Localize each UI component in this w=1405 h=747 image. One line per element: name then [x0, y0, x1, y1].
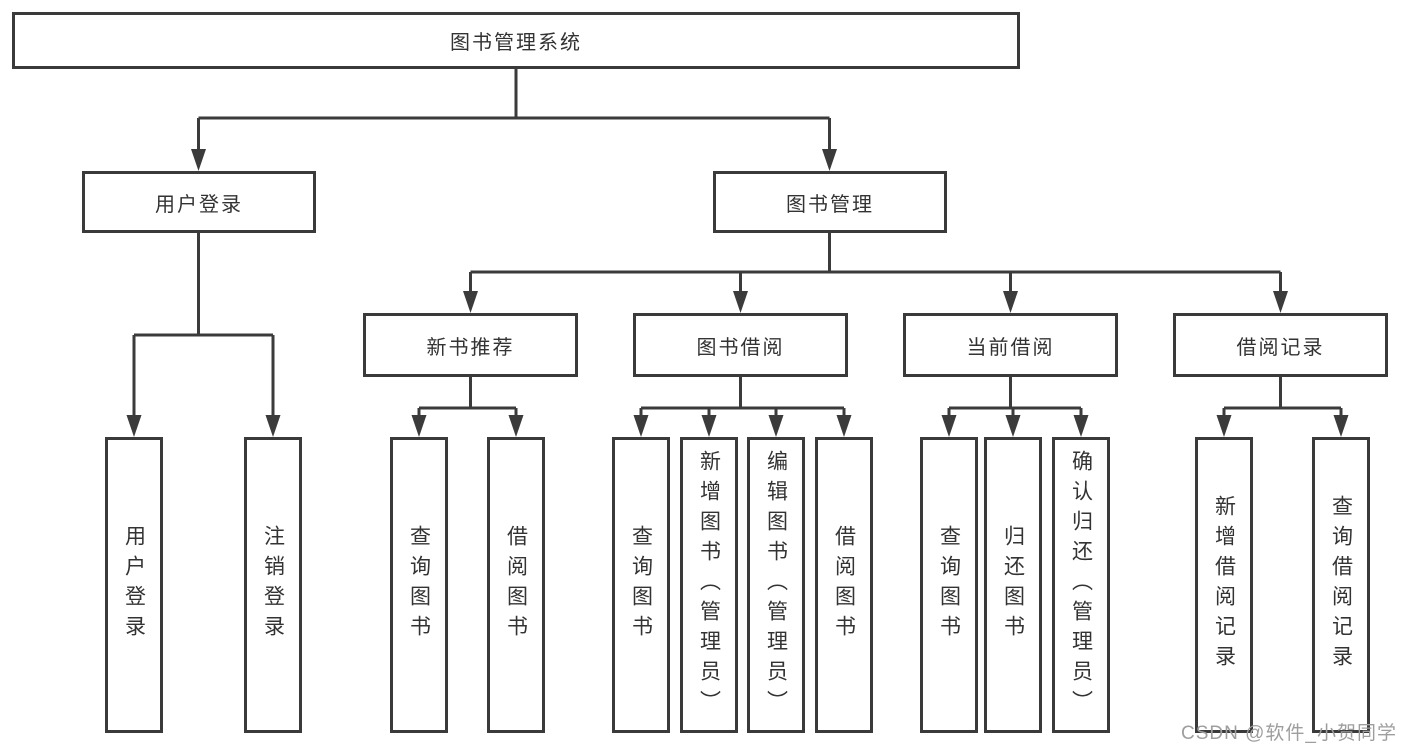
arrow-down-icon [126, 415, 142, 437]
node-user-login: 用户登录 [82, 171, 316, 233]
arrow-down-icon [1005, 415, 1021, 437]
leaf-add-borrow-record: 新增借阅记录 [1195, 437, 1253, 733]
arrow-down-icon [733, 291, 748, 313]
csdn-watermark: CSDN @软件_小贺同学 [1181, 723, 1397, 744]
node-current-borrowing: 当前借阅 [903, 313, 1118, 377]
connector-path-root [197, 69, 831, 153]
arrow-down-icon [941, 415, 957, 437]
node-borrowing-records-label: 借阅记录 [1236, 336, 1325, 359]
leaf-borrow-books-1: 借阅图书 [487, 437, 545, 733]
arrow-down-icon [701, 415, 717, 437]
node-user-login-label: 用户登录 [155, 193, 243, 216]
leaf-confirm-return-admin: 确认归还（管理员） [1052, 437, 1110, 733]
connector-path-new-book-rec [417, 377, 518, 420]
arrow-down-icon [1273, 291, 1288, 313]
arrow-down-icon [508, 415, 524, 437]
connector-path-book-mgmt [469, 233, 1282, 296]
leaf-logout: 注销登录 [244, 437, 302, 733]
arrow-down-icon [768, 415, 784, 437]
arrow-down-icon [463, 291, 478, 313]
leaf-edit-books-admin-label: 编辑图书（管理员） [764, 450, 788, 720]
node-new-book-recommend: 新书推荐 [363, 313, 578, 377]
arrow-down-icon [633, 415, 649, 437]
leaf-query-books-2-label: 查询图书 [629, 525, 653, 645]
leaf-borrow-books-2-label: 借阅图书 [832, 525, 856, 645]
leaf-logout-label: 注销登录 [261, 525, 285, 645]
leaf-user-login: 用户登录 [105, 437, 163, 733]
arrow-down-icon [265, 415, 281, 437]
arrow-down-icon [1073, 415, 1089, 437]
node-new-book-recommend-label: 新书推荐 [426, 336, 515, 359]
leaf-borrow-books-1-label: 借阅图书 [504, 525, 528, 645]
connector-path-user-login [132, 233, 275, 419]
leaf-add-books-admin-label: 新增图书（管理员） [697, 450, 721, 720]
arrow-down-icon [1003, 291, 1018, 313]
leaf-query-books-2: 查询图书 [612, 437, 670, 733]
connector-paths [132, 69, 1343, 420]
leaf-confirm-return-admin-label: 确认归还（管理员） [1069, 450, 1093, 720]
leaf-add-borrow-record-label: 新增借阅记录 [1212, 495, 1236, 675]
arrow-down-icon [1333, 415, 1349, 437]
leaf-query-borrow-record: 查询借阅记录 [1312, 437, 1370, 733]
arrow-down-icon [191, 149, 206, 171]
node-borrowing-records: 借阅记录 [1173, 313, 1388, 377]
node-book-borrowing-label: 图书借阅 [696, 336, 785, 359]
leaf-add-books-admin: 新增图书（管理员） [680, 437, 738, 733]
arrow-down-icon [1216, 415, 1232, 437]
node-book-borrowing: 图书借阅 [633, 313, 848, 377]
arrow-down-icon [836, 415, 852, 437]
leaf-query-books-1: 查询图书 [390, 437, 448, 733]
leaf-query-books-3-label: 查询图书 [937, 525, 961, 645]
arrow-down-icon [411, 415, 427, 437]
leaf-return-books-label: 归还图书 [1001, 525, 1025, 645]
node-library-system: 图书管理系统 [12, 12, 1020, 69]
arrowheads-group [126, 149, 1349, 437]
arrow-down-icon [822, 149, 837, 171]
leaf-user-login-label: 用户登录 [122, 525, 146, 645]
leaf-query-books-3: 查询图书 [920, 437, 978, 733]
leaf-edit-books-admin: 编辑图书（管理员） [747, 437, 805, 733]
leaf-borrow-books-2: 借阅图书 [815, 437, 873, 733]
leaf-query-books-1-label: 查询图书 [407, 525, 431, 645]
node-book-management: 图书管理 [713, 171, 947, 233]
connector-path-borrow-records [1222, 377, 1343, 420]
node-library-system-label: 图书管理系统 [450, 32, 582, 54]
node-current-borrowing-label: 当前借阅 [966, 336, 1055, 359]
connector-path-book-borrow [639, 377, 846, 420]
leaf-query-borrow-record-label: 查询借阅记录 [1329, 495, 1353, 675]
node-book-management-label: 图书管理 [786, 193, 874, 216]
leaf-return-books: 归还图书 [984, 437, 1042, 733]
connector-path-current-borrow [947, 377, 1083, 420]
